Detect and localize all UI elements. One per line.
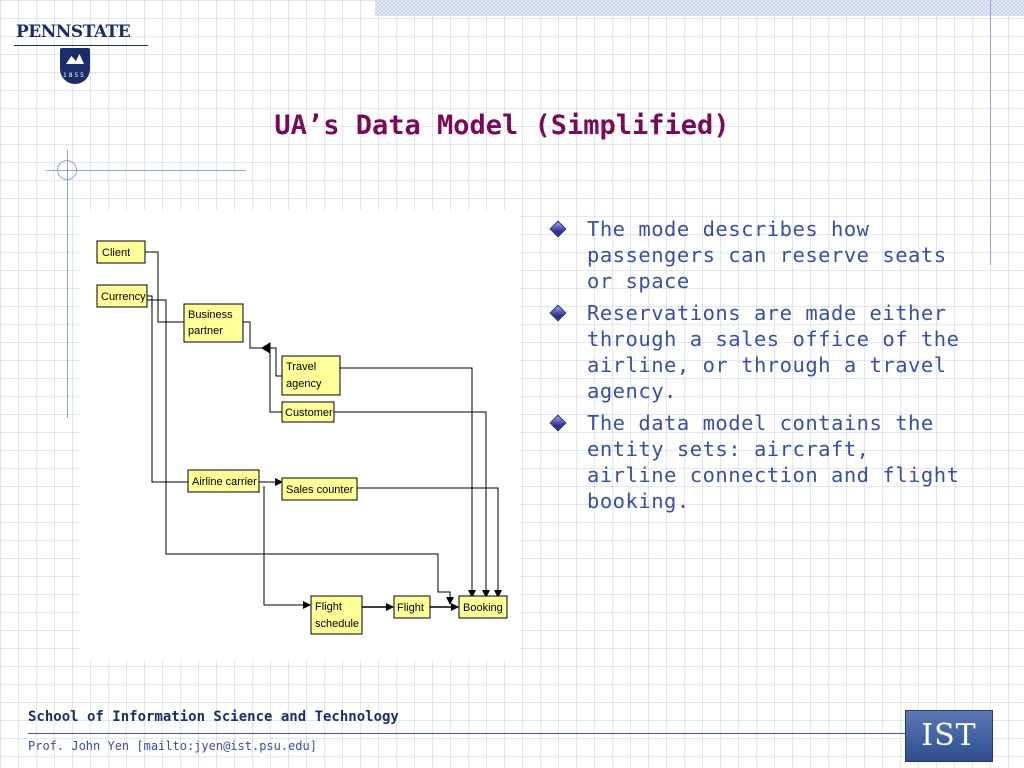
decorative-vertical-line-right: [990, 0, 991, 265]
currency-to-booking: [147, 299, 454, 605]
footer-divider: [28, 733, 906, 734]
entity-sales-counter-label: Sales counter: [286, 484, 354, 496]
logo-rule: [14, 45, 148, 46]
entity-business-partner: Business partner: [183, 303, 244, 343]
entity-airline-carrier: Airline carrier: [187, 469, 260, 493]
slide-title: UA’s Data Model (Simplified): [274, 110, 730, 141]
entity-flight-schedule-label-2: schedule: [315, 618, 359, 630]
business-partner-connector: [243, 321, 266, 349]
decorative-horizontal-line: [46, 170, 246, 171]
currency-connector: [145, 295, 188, 483]
entity-client-label: Client: [102, 247, 130, 259]
entity-flight: Flight: [393, 595, 431, 619]
entity-customer-label: Customer: [285, 407, 333, 419]
entity-travel-agency-label-1: Travel: [286, 361, 316, 373]
sales-to-booking: [357, 487, 502, 598]
logo-wordmark: PENNSTATE: [16, 22, 131, 42]
entity-travel-agency: Travel agency: [281, 355, 341, 396]
logo-year: 1 8 5 5: [63, 72, 84, 79]
connector-lines: [145, 251, 502, 611]
entity-flight-schedule: Flight schedule: [310, 595, 363, 635]
client-connector: [145, 251, 184, 323]
top-decorative-band: [375, 0, 1024, 16]
entity-flight-label: Flight: [397, 602, 424, 614]
entity-currency: Currency: [96, 284, 148, 308]
bullet-text: The mode describes how passengers can re…: [587, 217, 947, 293]
bullet-list: The mode describes how passengers can re…: [548, 216, 968, 520]
ist-logo-text: IST: [921, 718, 977, 753]
airline-to-flight-schedule: [263, 486, 311, 609]
footer-professor-contact: Prof. John Yen [mailto:jyen@ist.psu.edu]: [28, 739, 317, 753]
entity-business-partner-label-1: Business: [188, 309, 233, 321]
diamond-bullet-icon: [549, 414, 567, 432]
bullet-item: Reservations are made either through a s…: [548, 300, 968, 404]
bullet-text: Reservations are made either through a s…: [587, 301, 960, 403]
entity-client: Client: [96, 240, 146, 264]
ist-logo: IST: [905, 710, 993, 762]
pennstate-logo: PENNSTATE 1 8 5 5: [14, 22, 150, 88]
to-travel-agency: [270, 347, 282, 377]
bullet-item: The data model contains the entity sets:…: [548, 410, 968, 514]
entity-business-partner-label-2: partner: [188, 325, 223, 337]
bullet-text: The data model contains the entity sets:…: [587, 411, 960, 513]
decorative-vertical-line-left: [67, 150, 68, 418]
entity-booking-label: Booking: [463, 602, 503, 614]
customer-to-booking: [334, 411, 490, 598]
entity-currency-label: Currency: [101, 291, 146, 303]
specialization-triangle: [261, 342, 271, 354]
diamond-bullet-icon: [549, 220, 567, 238]
entity-customer: Customer: [281, 401, 335, 423]
decorative-crosshair: [57, 160, 77, 180]
diamond-bullet-icon: [549, 304, 567, 322]
entity-booking: Booking: [458, 595, 508, 619]
bullet-item: The mode describes how passengers can re…: [548, 216, 968, 294]
entity-flight-schedule-label-1: Flight: [315, 601, 342, 613]
entity-travel-agency-label-2: agency: [286, 378, 322, 390]
entity-sales-counter: Sales counter: [281, 477, 358, 501]
footer-school-name: School of Information Science and Techno…: [28, 709, 399, 725]
shield-icon: 1 8 5 5: [60, 48, 90, 84]
to-customer: [269, 348, 282, 413]
diagram-background: [80, 210, 520, 660]
travel-agency-to-booking: [340, 367, 476, 598]
entity-airline-carrier-label: Airline carrier: [192, 476, 257, 488]
